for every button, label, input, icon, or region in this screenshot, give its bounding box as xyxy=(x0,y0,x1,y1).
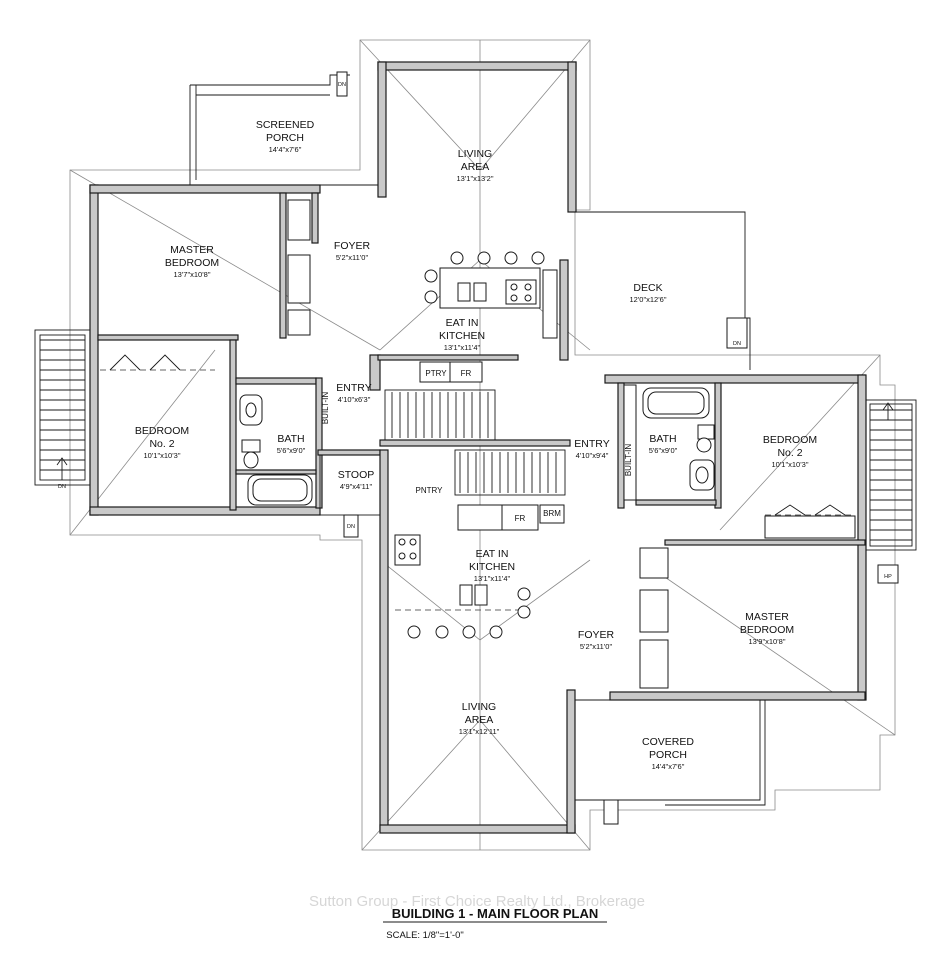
master-bedroom-left-dim: 13'7"x10'8" xyxy=(174,270,211,279)
built-in-label-left: BUILT-IN xyxy=(321,392,330,425)
stoop-dim: 4'9"x4'11" xyxy=(340,482,373,491)
top-unit-walls xyxy=(369,61,577,391)
deck-name: DECK xyxy=(633,282,662,294)
left-stairs xyxy=(34,329,91,486)
svg-text:DN: DN xyxy=(347,524,355,530)
deck-dim: 12'0"x12'6" xyxy=(630,295,667,304)
ptry-label: PTRY xyxy=(425,369,447,378)
right-stairs xyxy=(865,399,917,584)
covered-porch-name-1: COVERED xyxy=(642,736,694,748)
covered-porch-dim: 14'4"x7'6" xyxy=(652,762,685,771)
plan-title: BUILDING 1 - MAIN FLOOR PLAN xyxy=(392,906,599,921)
left-unit-walls xyxy=(89,184,323,516)
master-bedroom-right-name-1: MASTER xyxy=(745,611,789,623)
hp-label: HP xyxy=(884,574,892,580)
screened-porch-dim: 14'4"x7'6" xyxy=(269,145,302,154)
entry-left-name: ENTRY xyxy=(336,382,371,394)
master-bedroom-right-name-2: BEDROOM xyxy=(740,624,794,636)
covered-porch-structure xyxy=(575,699,766,825)
plan-scale: SCALE: 1/8"=1'-0" xyxy=(386,930,463,941)
bedroom2-left-dim: 10'1"x10'3" xyxy=(144,451,181,460)
pntry-label: PNTRY xyxy=(416,486,444,495)
bath-left-dim: 5'6"x9'0" xyxy=(277,446,306,455)
living-area-bottom-name-2: AREA xyxy=(465,714,494,726)
master-bedroom-right-dim: 13'9"x10'8" xyxy=(749,637,786,646)
foyer-top-dim: 5'2"x11'0" xyxy=(336,253,369,262)
entry-right-dim: 4'10"x9'4" xyxy=(576,451,609,460)
fr-label-bottom: FR xyxy=(515,514,526,523)
kitchen-top-name-2: KITCHEN xyxy=(439,330,485,342)
bedroom2-left-name-1: BEDROOM xyxy=(135,425,189,437)
right-unit-walls xyxy=(604,374,867,701)
foyer-bottom-name: FOYER xyxy=(578,629,615,641)
bedroom2-right-dim: 10'1"x10'3" xyxy=(772,460,809,469)
fr-label-top: FR xyxy=(461,369,472,378)
brm-label: BRM xyxy=(543,509,561,518)
kitchen-bottom-dim: 13'1"x11'4" xyxy=(474,574,511,583)
fixture-labels: PTRY FR PNTRY FR BRM DN HP BUILT-IN BUIL… xyxy=(58,369,892,580)
kitchen-bottom-name-1: EAT IN xyxy=(476,548,509,560)
bath-right-dim: 5'6"x9'0" xyxy=(649,446,678,455)
master-bedroom-left-name-1: MASTER xyxy=(170,244,214,256)
master-bedroom-left-name-2: BEDROOM xyxy=(165,257,219,269)
bottom-unit-walls xyxy=(379,449,576,834)
bedroom2-left-name-2: No. 2 xyxy=(149,438,174,450)
kitchen-top-name-1: EAT IN xyxy=(446,317,479,329)
room-labels: SCREENED PORCH 14'4"x7'6" LIVING AREA 13… xyxy=(135,119,817,771)
bath-left-name: BATH xyxy=(277,433,304,445)
bath-right-name: BATH xyxy=(649,433,676,445)
bedroom2-right-name-1: BEDROOM xyxy=(763,434,817,446)
dn-label-left: DN xyxy=(58,484,66,490)
svg-text:DN: DN xyxy=(338,82,346,88)
living-area-bottom-dim: 13'1"x12'11" xyxy=(459,727,500,736)
covered-porch-name-2: PORCH xyxy=(649,749,687,761)
kitchen-top-dim: 13'1"x11'4" xyxy=(444,343,481,352)
screened-porch-name-2: PORCH xyxy=(266,132,304,144)
living-area-bottom-name-1: LIVING xyxy=(462,701,496,713)
living-area-top-name-1: LIVING xyxy=(458,148,492,160)
stoop-structure: DN xyxy=(319,454,381,538)
deck-outline: DN xyxy=(572,211,751,370)
living-area-top-dim: 13'1"x13'2" xyxy=(457,174,494,183)
center-stairs xyxy=(317,389,571,496)
stoop-name: STOOP xyxy=(338,469,375,481)
kitchen-bottom-name-2: KITCHEN xyxy=(469,561,515,573)
entry-right-name: ENTRY xyxy=(574,438,609,450)
living-area-top-name-2: AREA xyxy=(461,161,490,173)
svg-text:DN: DN xyxy=(733,341,741,347)
screened-porch-name-1: SCREENED xyxy=(256,119,315,131)
watermark-text: Sutton Group - First Choice Realty Ltd.,… xyxy=(309,893,645,910)
entry-left-dim: 4'10"x6'3" xyxy=(338,395,371,404)
foyer-top-name: FOYER xyxy=(334,240,371,252)
built-in-label-right: BUILT-IN xyxy=(624,444,633,477)
foyer-bottom-dim: 5'2"x11'0" xyxy=(580,642,613,651)
bedroom2-right-name-2: No. 2 xyxy=(777,447,802,459)
